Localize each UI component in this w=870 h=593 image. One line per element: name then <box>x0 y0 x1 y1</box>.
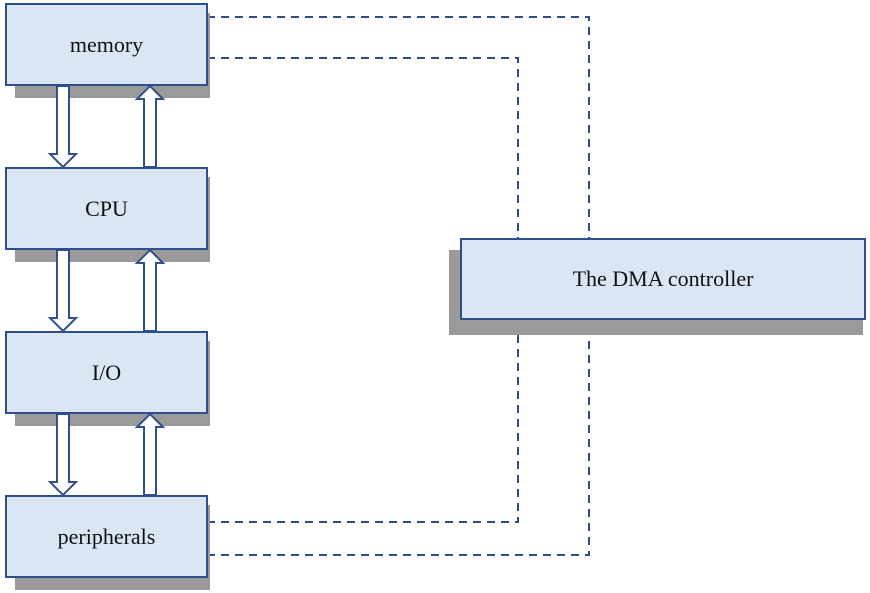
arrow-cpu-to-memory <box>134 84 166 168</box>
arrow-memory-to-cpu <box>47 85 79 169</box>
peripherals-box: peripherals <box>5 495 208 578</box>
dashed-line-peripherals-outer <box>207 318 590 556</box>
memory-label: memory <box>69 31 144 57</box>
cpu-box: CPU <box>5 167 208 250</box>
arrow-io-to-peripherals <box>47 413 79 497</box>
arrow-peripherals-to-io <box>134 412 166 496</box>
dma-controller-label: The DMA controller <box>572 266 754 291</box>
cpu-label: CPU <box>85 195 128 221</box>
dashed-line-memory-inner <box>207 57 519 238</box>
io-box: I/O <box>5 331 208 414</box>
peripherals-label: peripherals <box>57 523 156 549</box>
arrow-io-to-cpu <box>134 248 166 332</box>
memory-box: memory <box>5 3 208 86</box>
dma-controller-box: The DMA controller <box>460 238 866 320</box>
dashed-line-memory-outer <box>207 16 590 238</box>
io-label: I/O <box>91 359 122 385</box>
arrow-cpu-to-io <box>47 249 79 333</box>
dashed-line-peripherals-inner <box>207 318 519 523</box>
